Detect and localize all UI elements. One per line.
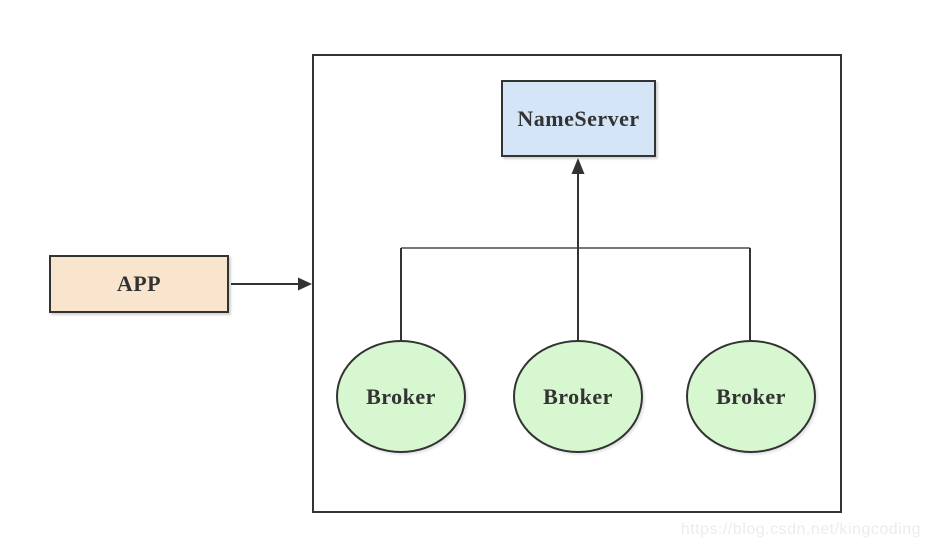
broker-node-3: Broker [686,340,816,453]
broker-node-label: Broker [543,383,613,409]
nameserver-node-label: NameServer [517,105,640,131]
app-node-label: APP [116,271,162,296]
app-to-cluster-arrowhead-icon [298,277,312,291]
watermark: https://blog.csdn.net/kingcoding [680,521,921,538]
app-node: APP [49,255,229,313]
broker-node-1: Broker [336,340,466,453]
nameserver-node: NameServer [501,80,656,157]
broker-node-2: Broker [513,340,643,453]
cluster-boundary [312,54,842,513]
broker-node-label: Broker [366,383,436,409]
broker-node-label: Broker [716,383,786,409]
